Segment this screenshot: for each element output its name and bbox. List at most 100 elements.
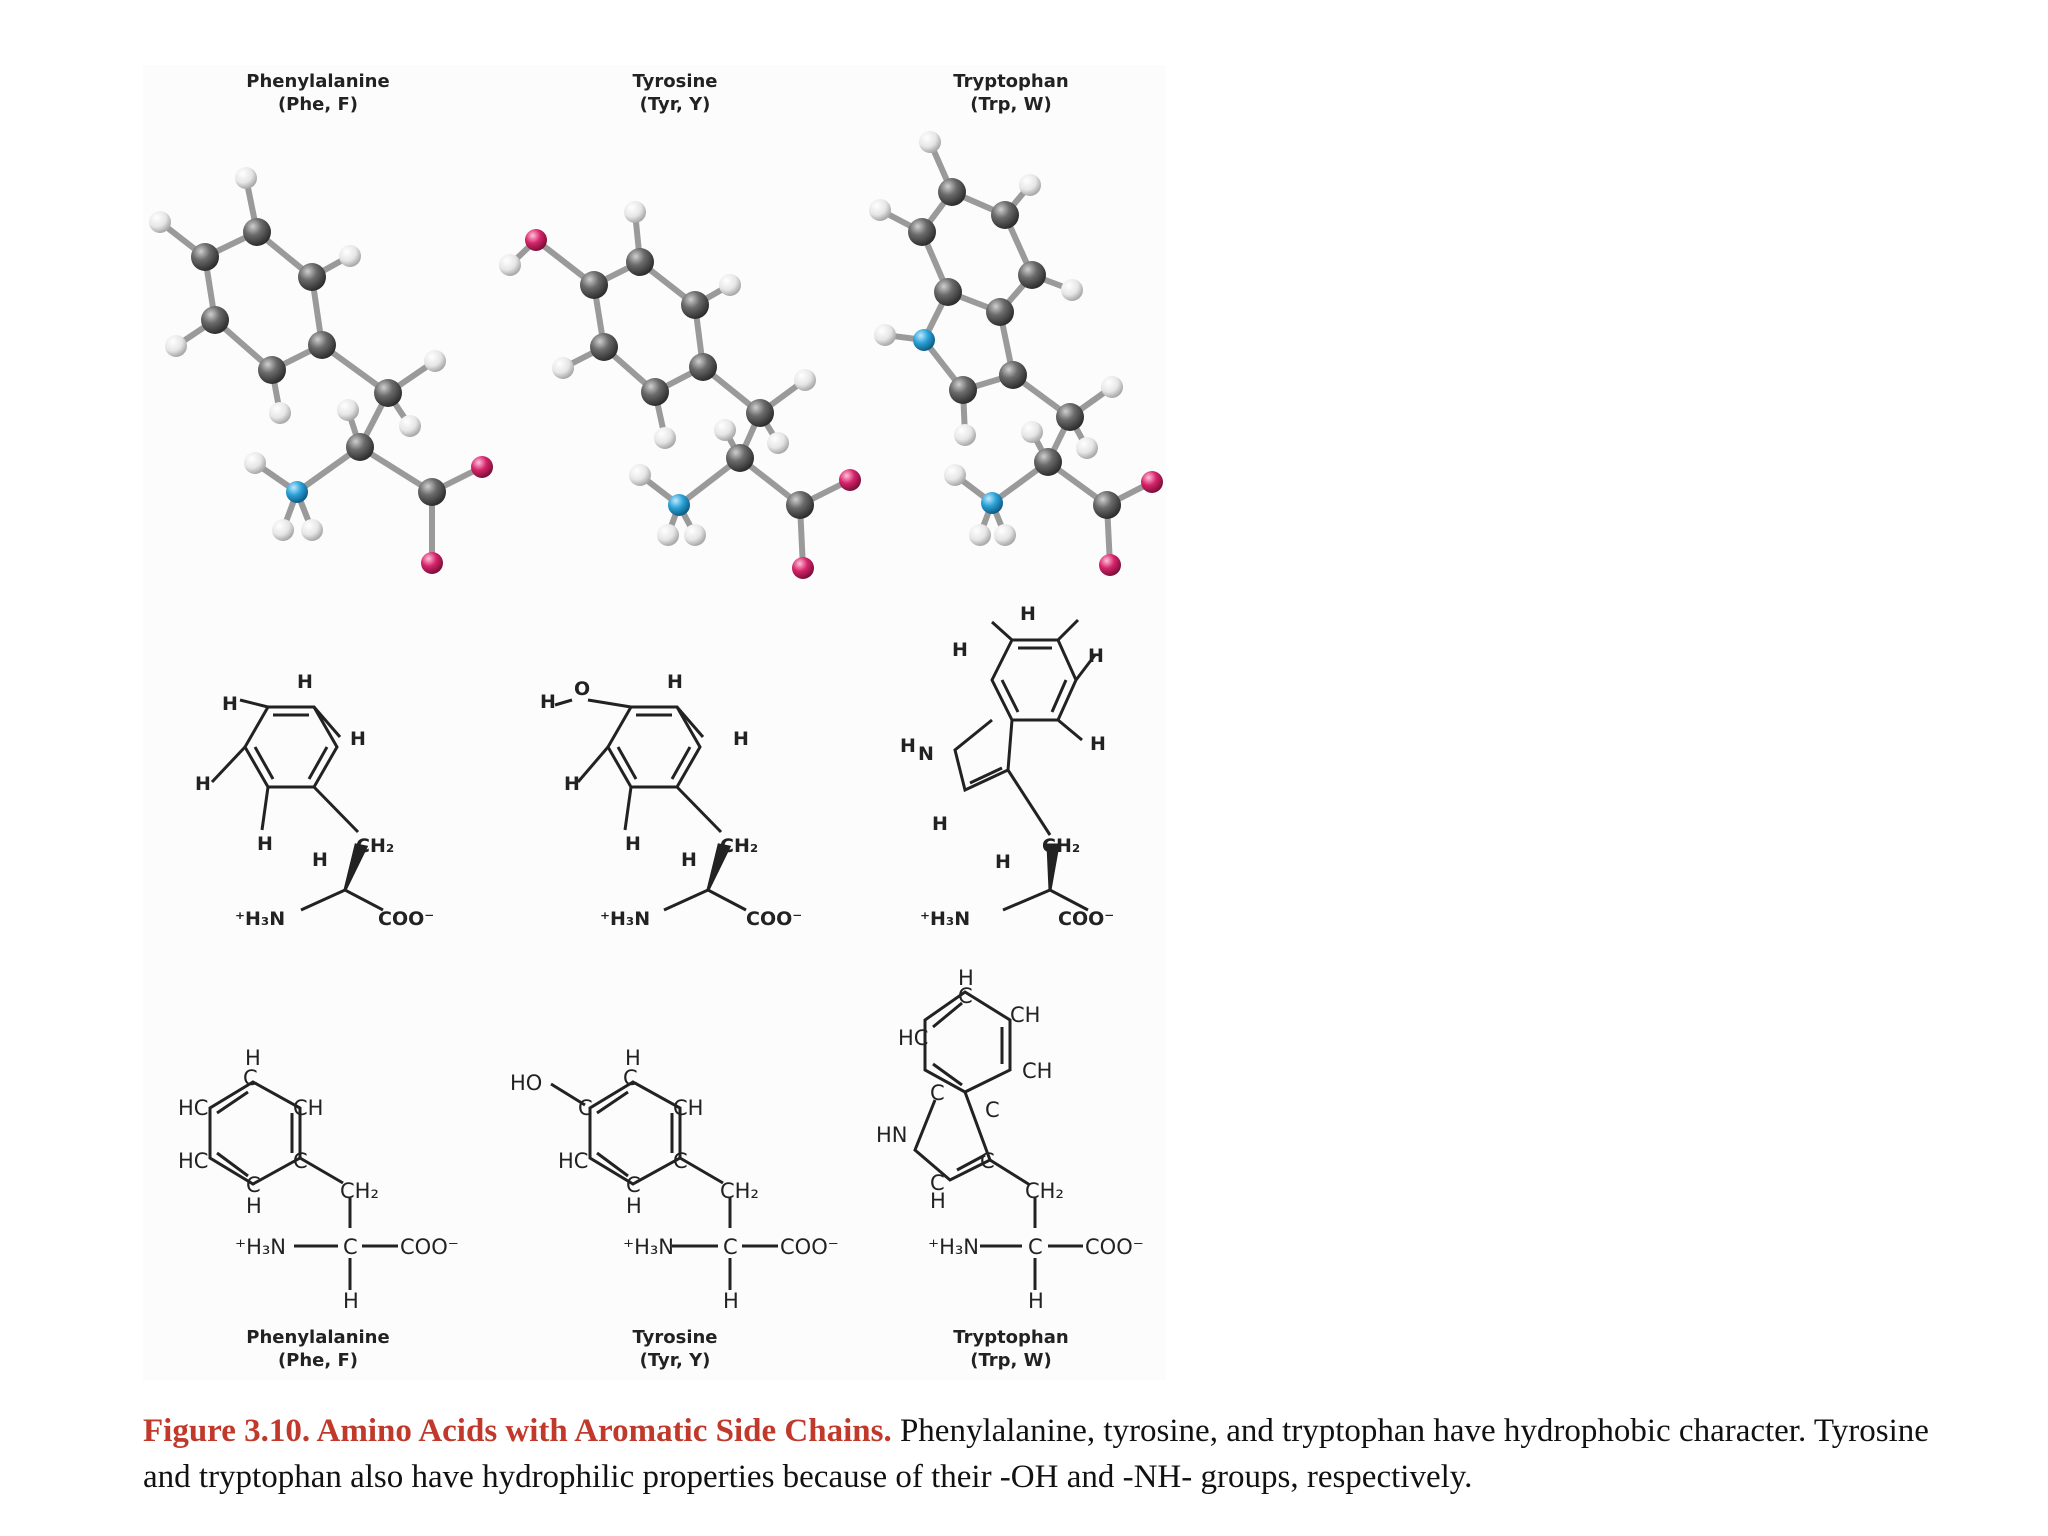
atom-h [684,524,706,546]
atom-c [986,298,1014,326]
svg-text:H: H [958,966,974,990]
svg-text:CH: CH [293,1096,323,1120]
atom-h [767,432,789,454]
atom-c [681,291,709,319]
atom-h [954,424,976,446]
label-tyrosine-top: Tyrosine(Tyr, Y) [632,71,718,115]
atom-h [1021,421,1043,443]
atom-c [374,379,402,407]
svg-text:H: H [1028,1289,1044,1313]
atom-h [235,167,257,189]
svg-text:CH₂: CH₂ [356,835,394,857]
atom-h [552,357,574,379]
svg-text:COO⁻: COO⁻ [1085,1235,1144,1259]
label-phenylalanine-top: Phenylalanine(Phe, F) [246,71,390,115]
atom-c [308,331,336,359]
svg-text:H: H [564,773,580,795]
svg-text:COO⁻: COO⁻ [746,908,802,930]
svg-text:C: C [930,1171,945,1195]
svg-text:H: H [1090,733,1106,755]
svg-text:CH₂: CH₂ [720,1179,759,1203]
svg-text:HC: HC [178,1149,208,1173]
atom-h [919,131,941,153]
atom-c [346,433,374,461]
atom-h [272,519,294,541]
svg-text:CH₂: CH₂ [720,835,758,857]
label-tryptophan-bottom: Tryptophan(Trp, W) [953,1327,1069,1371]
svg-text:COO⁻: COO⁻ [400,1235,459,1259]
svg-text:C: C [1028,1235,1043,1259]
atom-h [499,254,521,276]
atom-h [1101,376,1123,398]
atom-h [339,245,361,267]
atom-h [424,350,446,372]
svg-text:HC: HC [558,1149,588,1173]
atom-c [418,478,446,506]
atom-c [934,278,962,306]
atom-c [1056,403,1084,431]
atom-h [165,335,187,357]
atom-c [991,201,1019,229]
atom-h [944,464,966,486]
atom-h [399,415,421,437]
atom-h [874,324,896,346]
svg-text:COO⁻: COO⁻ [1058,908,1114,930]
svg-text:CH: CH [1022,1059,1052,1083]
svg-text:H: H [667,671,683,693]
atom-c [726,444,754,472]
atom-o [839,469,861,491]
atom-c [298,263,326,291]
atom-h [301,519,323,541]
svg-text:H: H [995,851,1011,873]
svg-text:H: H [297,671,313,693]
label-phenylalanine-bottom: Phenylalanine(Phe, F) [246,1327,390,1371]
atom-c [590,333,618,361]
svg-text:H: H [312,849,328,871]
svg-text:H: H [932,813,948,835]
svg-text:H: H [540,691,556,713]
svg-text:CH: CH [673,1096,703,1120]
atom-c [908,218,936,246]
svg-text:H: H [900,735,916,757]
atom-o [525,229,547,251]
svg-text:HC: HC [898,1026,928,1050]
svg-text:H: H [245,1046,261,1070]
atom-h [969,524,991,546]
svg-text:HC: HC [178,1096,208,1120]
atom-c [689,353,717,381]
caption-title: Figure 3.10. Amino Acids with Aromatic S… [143,1413,892,1449]
bond [358,444,434,495]
atom-h [1076,437,1098,459]
svg-text:H: H [343,1289,359,1313]
svg-text:C: C [673,1149,688,1173]
label-tyrosine-bottom: Tyrosine(Tyr, Y) [632,1327,718,1371]
atom-h [794,369,816,391]
svg-text:CH₂: CH₂ [1025,1179,1064,1203]
svg-text:⁺H₃N: ⁺H₃N [623,1235,674,1259]
svg-text:C: C [246,1173,261,1197]
svg-text:⁺H₃N: ⁺H₃N [920,908,970,930]
svg-text:N: N [918,743,934,765]
svg-text:H: H [681,849,697,871]
svg-text:H: H [350,728,366,750]
atom-c [626,248,654,276]
atom-c [1093,491,1121,519]
ball-stick-phenylalanine [149,167,493,574]
atom-h [269,402,291,424]
svg-text:H: H [626,1194,642,1218]
ball-stick-tyrosine [499,201,861,579]
svg-text:COO⁻: COO⁻ [378,908,434,930]
atom-h [337,399,359,421]
atom-n [668,494,690,516]
svg-text:C: C [985,1098,1000,1122]
svg-text:C: C [980,1149,995,1173]
atom-c [243,218,271,246]
svg-text:C: C [243,1066,258,1090]
atom-h [869,199,891,221]
svg-text:C: C [930,1081,945,1105]
atom-n [913,329,935,351]
svg-text:C: C [293,1149,308,1173]
